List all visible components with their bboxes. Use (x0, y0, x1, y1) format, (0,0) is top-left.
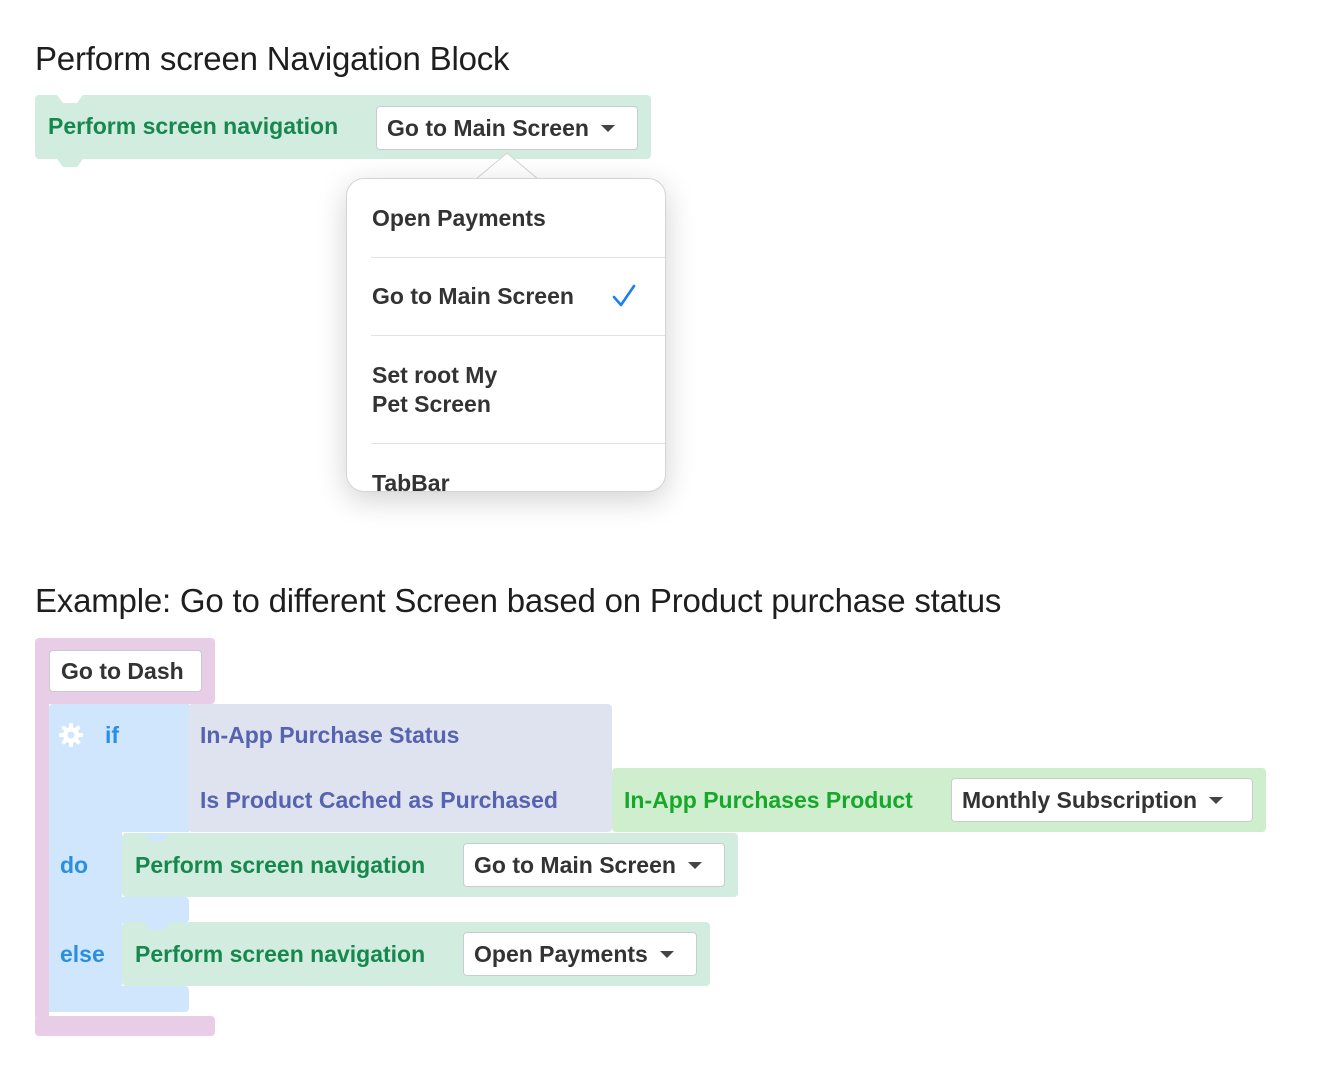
else-perform-screen-navigation-label: Perform screen navigation (135, 941, 426, 967)
function-name-field[interactable]: Go to Dash (49, 650, 202, 692)
in-app-purchases-product-label: In-App Purchases Product (624, 787, 913, 813)
menu-item-go-to-main-screen[interactable]: Go to Main Screen (372, 283, 574, 309)
do-label: do (60, 852, 89, 878)
else-screen-select-value: Open Payments (474, 940, 648, 967)
menu-item-open-payments[interactable]: Open Payments (372, 205, 546, 231)
menu-separator (371, 335, 665, 336)
function-block-footer (35, 1016, 215, 1036)
perform-screen-navigation-label: Perform screen navigation (48, 113, 339, 139)
popover-arrow (476, 152, 538, 180)
block-top-notch (57, 95, 83, 103)
menu-separator (371, 443, 665, 444)
caret-down-icon (1209, 796, 1224, 804)
function-name-text: Go to Dash (61, 657, 184, 684)
menu-item-set-root-my-pet-screen[interactable]: Set root My Pet Screen (372, 362, 498, 417)
product-select-dropdown[interactable]: Monthly Subscription (951, 778, 1253, 822)
screen-select-value: Go to Main Screen (387, 114, 589, 141)
else-screen-select-dropdown[interactable]: Open Payments (463, 932, 697, 976)
do-screen-select-value: Go to Main Screen (474, 851, 676, 878)
in-app-purchase-status-block[interactable] (188, 704, 612, 832)
if-else-else-footer (49, 986, 189, 1012)
caret-down-icon (687, 861, 702, 869)
in-app-purchase-status-label: In-App Purchase Status (200, 722, 460, 748)
if-else-do-footer (49, 897, 189, 923)
section-heading-example: Example: Go to different Screen based on… (35, 582, 1002, 619)
caret-down-icon (600, 124, 615, 132)
if-label: if (105, 722, 120, 748)
do-screen-select-dropdown[interactable]: Go to Main Screen (463, 843, 725, 887)
block-bottom-tab (57, 159, 83, 167)
menu-separator (371, 257, 665, 258)
menu-item-tabbar[interactable]: TabBar (372, 470, 450, 492)
function-block-spine (35, 700, 49, 1020)
block-top-notch (144, 922, 170, 930)
section-heading-navigation-block: Perform screen Navigation Block (35, 40, 510, 77)
gear-icon[interactable] (58, 722, 84, 748)
checkmark-icon (612, 284, 636, 307)
caret-down-icon (659, 950, 674, 958)
do-perform-screen-navigation-label: Perform screen navigation (135, 852, 426, 878)
product-select-value: Monthly Subscription (962, 786, 1198, 813)
screen-select-dropdown[interactable]: Go to Main Screen (376, 106, 638, 150)
else-label: else (60, 941, 105, 967)
is-product-cached-label: Is Product Cached as Purchased (200, 787, 558, 813)
block-top-notch (144, 833, 170, 841)
screen-options-popover: Open Payments Go to Main Screen Set root… (346, 178, 666, 492)
